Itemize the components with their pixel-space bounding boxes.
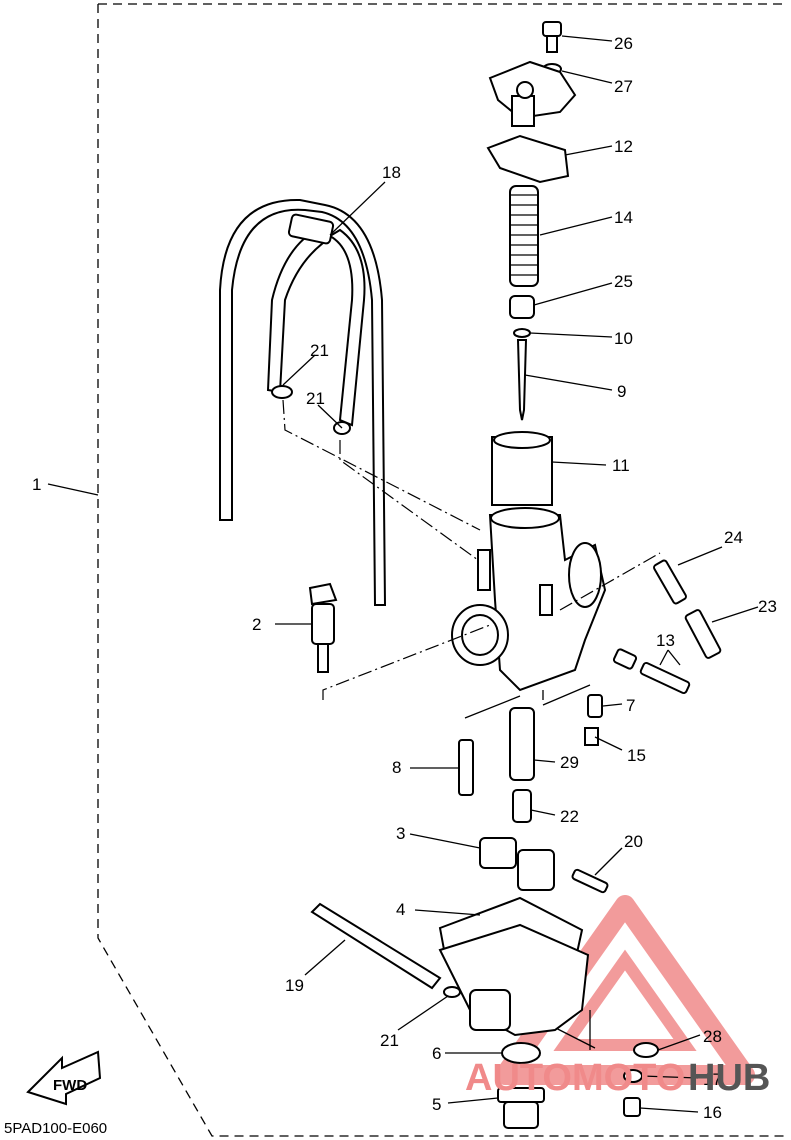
callout-21-upper: 21 bbox=[310, 341, 329, 360]
part-13-pilot-screw[interactable] bbox=[612, 648, 691, 695]
assembly-line-24 bbox=[559, 552, 661, 611]
callout-27: 27 bbox=[614, 77, 633, 96]
watermark-brand-part2: HUB bbox=[688, 1057, 770, 1099]
callout-1: 1 bbox=[32, 475, 41, 494]
assembly-line-air-screw bbox=[322, 624, 491, 700]
callout-25: 25 bbox=[614, 272, 633, 291]
callout-19: 19 bbox=[285, 976, 304, 995]
assembly-line-hose bbox=[282, 399, 481, 531]
callout-26: 26 bbox=[614, 34, 633, 53]
callout-13: 13 bbox=[656, 631, 675, 650]
callout-18: 18 bbox=[382, 163, 401, 182]
part-21-clamp-c[interactable] bbox=[443, 986, 461, 998]
leader-lines bbox=[47, 35, 759, 1113]
part-15-plate[interactable] bbox=[584, 727, 599, 746]
part-19-overflow-hose[interactable] bbox=[310, 902, 442, 990]
part-14-spring[interactable] bbox=[509, 185, 539, 287]
part-8-needle-jet[interactable] bbox=[458, 739, 474, 796]
callout-4: 4 bbox=[396, 900, 405, 919]
callout-12: 12 bbox=[614, 137, 633, 156]
assembly-line-hose-2 bbox=[339, 440, 479, 561]
watermark-brand-part1: AUTOMOTO bbox=[465, 1057, 685, 1099]
callout-5: 5 bbox=[432, 1095, 441, 1114]
part-28-washer[interactable] bbox=[633, 1042, 659, 1058]
part-3-float[interactable] bbox=[479, 837, 555, 891]
part-5-drain-plug[interactable] bbox=[497, 1087, 545, 1129]
callout-10: 10 bbox=[614, 329, 633, 348]
part-23-screw[interactable] bbox=[684, 609, 722, 659]
callout-21-lower: 21 bbox=[380, 1031, 399, 1050]
part-20-float-pin[interactable] bbox=[571, 868, 609, 894]
callout-9: 9 bbox=[617, 382, 626, 401]
assembly-boundary bbox=[97, 3, 785, 1137]
callout-11: 11 bbox=[612, 456, 630, 475]
part-12-gasket[interactable] bbox=[486, 134, 570, 184]
part-7-jet[interactable] bbox=[587, 694, 603, 718]
callout-23: 23 bbox=[758, 597, 777, 616]
callout-28: 28 bbox=[703, 1027, 722, 1046]
assembly-line-jets bbox=[464, 684, 591, 719]
part-24-spring[interactable] bbox=[653, 559, 687, 605]
callout-15: 15 bbox=[627, 746, 646, 765]
part-16-screw[interactable] bbox=[623, 1097, 641, 1117]
part-10-clip[interactable] bbox=[513, 328, 531, 338]
callout-22: 22 bbox=[560, 807, 579, 826]
part-26-screw[interactable] bbox=[542, 21, 562, 53]
callout-17: 17 bbox=[703, 1070, 722, 1089]
part-22-main-jet[interactable] bbox=[512, 789, 532, 823]
callout-24: 24 bbox=[724, 528, 743, 547]
callout-6: 6 bbox=[432, 1044, 441, 1063]
callout-7: 7 bbox=[626, 696, 635, 715]
part-11-throttle-valve[interactable] bbox=[491, 431, 553, 506]
part-cover-top[interactable] bbox=[488, 60, 577, 127]
part-2-air-screw[interactable] bbox=[308, 582, 338, 673]
diagram-code: 5PAD100-E060 bbox=[4, 1120, 107, 1137]
part-29-jet-holder[interactable] bbox=[509, 707, 535, 781]
carburetor-body[interactable] bbox=[451, 507, 607, 692]
callout-labels: 26 27 12 14 25 10 9 11 18 21 21 1 2 24 2… bbox=[32, 34, 777, 1122]
fwd-arrow-icon: FWD bbox=[26, 1050, 102, 1106]
callout-8: 8 bbox=[392, 758, 401, 777]
part-18-vent-tubes[interactable] bbox=[219, 198, 387, 606]
fwd-label: FWD bbox=[53, 1077, 87, 1094]
float-bowl[interactable] bbox=[438, 923, 590, 1037]
callout-21-middle: 21 bbox=[306, 389, 325, 408]
part-21-clamp-a[interactable] bbox=[271, 385, 294, 399]
part-25-holder[interactable] bbox=[509, 295, 535, 319]
callout-3: 3 bbox=[396, 824, 405, 843]
callout-2: 2 bbox=[252, 615, 261, 634]
callout-20: 20 bbox=[624, 832, 643, 851]
callout-16: 16 bbox=[703, 1103, 722, 1122]
callout-14: 14 bbox=[614, 208, 633, 227]
part-9-needle[interactable] bbox=[516, 339, 528, 421]
callout-29: 29 bbox=[560, 753, 579, 772]
